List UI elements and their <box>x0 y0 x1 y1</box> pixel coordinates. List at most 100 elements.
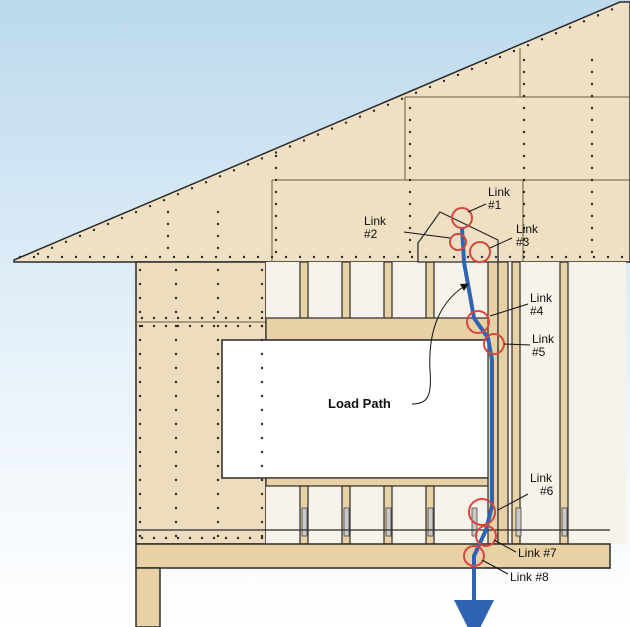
nail-dot <box>78 234 82 238</box>
nail-dot <box>176 316 180 320</box>
nail-dot <box>260 464 264 468</box>
nail-dot <box>590 178 594 182</box>
nail-dot <box>174 324 178 328</box>
nail-dot <box>140 316 144 320</box>
nail-dot <box>216 234 220 238</box>
nail-dot <box>592 255 596 259</box>
nail-dot <box>60 255 64 259</box>
nail-dot <box>174 282 178 286</box>
nail-dot <box>260 380 264 384</box>
window-header <box>265 317 499 341</box>
nail-dot <box>522 118 526 122</box>
nail-dot <box>216 210 220 214</box>
nail-dot <box>88 255 92 259</box>
nail-dot <box>568 26 572 29</box>
nail-dot <box>174 422 178 426</box>
nail-dot <box>120 216 124 220</box>
nail-dot <box>138 408 142 412</box>
nail-dot <box>590 214 594 218</box>
nail-dot <box>554 32 558 35</box>
nail-dot <box>174 534 178 538</box>
nail-dot <box>140 324 144 328</box>
nail-pattern <box>18 8 624 540</box>
nail-dot <box>216 338 220 342</box>
nail-dot <box>316 133 320 136</box>
nail-dot <box>140 536 144 540</box>
nail-dot <box>590 130 594 134</box>
rafter-block <box>417 211 499 263</box>
nail-dot <box>260 450 264 454</box>
link-4-label: Link#4 <box>530 291 553 318</box>
link-6-label: Link#6 <box>530 471 554 498</box>
nail-dot <box>138 338 142 342</box>
nail-dot <box>224 324 228 328</box>
nail-dot <box>204 181 208 184</box>
nail-dot <box>590 70 594 74</box>
nail-dot <box>134 210 138 214</box>
nail-dot <box>274 238 278 242</box>
nail-dot <box>174 450 178 454</box>
roof-panel-seams <box>271 48 630 262</box>
nail-dot <box>408 142 412 146</box>
nail-dot <box>408 202 412 206</box>
nail-dot <box>200 536 204 540</box>
nail-dot <box>188 324 192 328</box>
nail-dot <box>260 310 264 314</box>
nail-dot <box>216 422 220 426</box>
nail-dot <box>344 121 348 124</box>
link-labels: Link#1 Link#2 Link#3 Link#4 Link#5 Link#… <box>328 185 557 584</box>
nail-dot <box>246 163 250 166</box>
nail-dot <box>174 310 178 314</box>
nail-dot <box>174 380 178 384</box>
nail-dot <box>152 324 156 328</box>
nail-dot <box>274 202 278 206</box>
nail-dot <box>578 255 582 259</box>
nail-dot <box>148 204 152 208</box>
nail-dot <box>166 234 170 238</box>
nail-dot <box>274 226 278 230</box>
nail-dot <box>216 366 220 370</box>
nail-dot <box>590 250 594 254</box>
nail-dot <box>236 324 240 328</box>
nail-dot <box>248 324 252 328</box>
nail-dot <box>274 154 278 158</box>
nail-dot <box>102 255 106 259</box>
nail-dot <box>260 422 264 426</box>
nail-dot <box>590 166 594 170</box>
nail-dot <box>590 142 594 146</box>
nail-dot <box>386 103 390 106</box>
nail-dot <box>232 169 236 172</box>
nail-dot <box>590 226 594 230</box>
nail-dot <box>494 255 498 259</box>
link-3-label: Link#3 <box>516 222 539 249</box>
nail-dot <box>610 8 614 11</box>
nail-dot <box>522 82 526 86</box>
link-7-label: Link #7 <box>518 546 557 560</box>
nail-dot <box>522 250 526 254</box>
roof-sheathing <box>13 1 630 263</box>
nail-dot <box>36 252 40 255</box>
nail-dot <box>550 255 554 259</box>
nail-dot <box>260 352 264 356</box>
nail-dot <box>590 82 594 86</box>
nail-dot <box>522 178 526 182</box>
nail-dot <box>408 238 412 242</box>
nail-dot <box>298 255 302 259</box>
nail-dot <box>260 436 264 440</box>
link-8-label: Link #8 <box>510 570 549 584</box>
link-2-label: Link#2 <box>364 214 387 241</box>
nail-dot <box>372 109 376 112</box>
nail-dot <box>138 478 142 482</box>
nail-dot <box>176 324 180 328</box>
nail-dot <box>212 324 216 328</box>
nail-dot <box>274 250 278 254</box>
nail-dot <box>138 268 142 272</box>
nail-dot <box>408 250 412 254</box>
nail-dot <box>216 450 220 454</box>
nail-dot <box>274 166 278 170</box>
nail-dot <box>216 282 220 286</box>
nail-dot <box>590 202 594 206</box>
nail-dot <box>590 238 594 242</box>
nail-dot <box>288 145 292 148</box>
